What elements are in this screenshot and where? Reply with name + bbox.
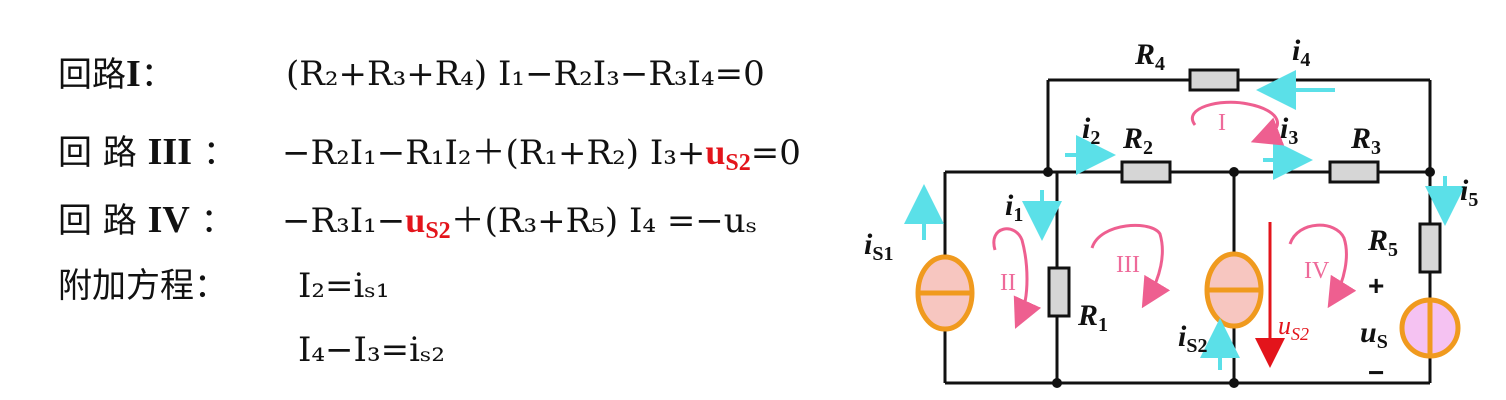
label-i4: i4 [1292,34,1310,71]
equation-expression: I₂=iₛ₁ [298,266,390,306]
equation-expression: I₄−I₃=iₛ₂ [298,330,446,370]
label-r5: R5 [1367,224,1398,261]
resistor-r1 [1047,266,1071,318]
loop-label-1: I [1218,110,1226,136]
label-i5: i5 [1460,174,1478,211]
source-voltage-main: u [405,200,426,240]
label-us: uS [1360,316,1388,353]
equation-expression: −R₂I₁−R₁I₂＋(R₁+R₂) I₃+uS2=0 [282,126,801,189]
equation-expression: −R₃I₁−uS2＋(R₃+R₅) I₄ =−uₛ [282,194,757,257]
equation-label: 附加方程： [58,266,228,306]
equation-label: 回路I： [58,48,175,101]
source-voltage-sub: S2 [425,218,451,244]
equation-colon: ： [202,133,237,173]
equation-expression: (R₂+R₃+R₄) I₁−R₂I₃−R₃I₄=0 [286,54,765,94]
node [1043,167,1053,177]
polarity-minus: − [1368,357,1384,388]
equation-label-text: 回 路 [58,201,137,241]
label-r3: R3 [1350,122,1381,159]
loop-arrow-4 [1288,223,1357,309]
equation-colon: ： [140,55,175,95]
equation-expression-part: −R₃I₁− [282,201,406,241]
current-arrows [904,70,1465,370]
equation-label-text: 回 路 [58,133,137,173]
equation-label: 回 路 III ： [58,126,237,179]
source-voltage-term: uS2 [705,132,750,176]
loop-arrow-2 [992,227,1042,329]
equation-roman: IV [147,199,190,241]
resistors [1047,68,1442,318]
label-us2: uS2 [1278,311,1309,344]
loop-arrows [992,100,1357,329]
equation-expression-part: −R₂I₁−R₁I₂＋(R₁+R₂) I₃+ [282,133,706,173]
label-r1: R1 [1077,299,1108,336]
resistor-r5 [1418,222,1442,274]
label-i1: i1 [1005,189,1023,226]
nodes [1043,167,1435,388]
equation-colon: ： [200,201,235,241]
resistor-r3 [1328,160,1380,184]
circuit-diagram: R4 R2 R3 R1 R5 i4 i2 i3 i1 i5 iS1 iS2 uS… [864,34,1478,388]
node [1229,167,1239,177]
equation-expression-part: ＋(R₃+R₅) I₄ =−uₛ [450,201,758,241]
source-voltage-term: uS2 [405,200,450,244]
source-voltage-sub: S2 [725,150,751,176]
label-is2: iS2 [1178,320,1207,357]
label-r2: R2 [1122,122,1153,159]
voltage-source-us [1399,297,1461,359]
source-voltage-main: u [705,132,726,172]
label-i3: i3 [1280,112,1298,149]
node [1229,378,1239,388]
equation-block: 回路I： (R₂+R₃+R₄) I₁−R₂I₃−R₃I₄=0 回 路 III ：… [58,48,898,388]
equation-label: 回 路 IV ： [58,194,235,247]
equation-roman: I [126,53,141,95]
equation-expression-part: =0 [750,133,801,173]
equation-label-text: 回路 [58,55,126,95]
label-is1: iS1 [864,228,893,265]
node [1052,378,1062,388]
label-i2: i2 [1082,112,1100,149]
label-r4: R4 [1134,38,1165,75]
current-source-is1 [915,254,975,332]
loop-label-2: II [1000,270,1016,296]
loop-label-4: IV [1304,258,1330,284]
loop-arrow-3 [1090,223,1171,309]
loop-label-3: III [1116,252,1140,278]
loop-arrow-1 [1191,100,1285,146]
polarity-plus: + [1368,270,1384,301]
resistor-r2 [1120,160,1172,184]
equation-roman: III [147,131,192,173]
resistor-r4 [1188,68,1240,92]
node [1425,167,1435,177]
current-source-is2 [1204,251,1264,329]
